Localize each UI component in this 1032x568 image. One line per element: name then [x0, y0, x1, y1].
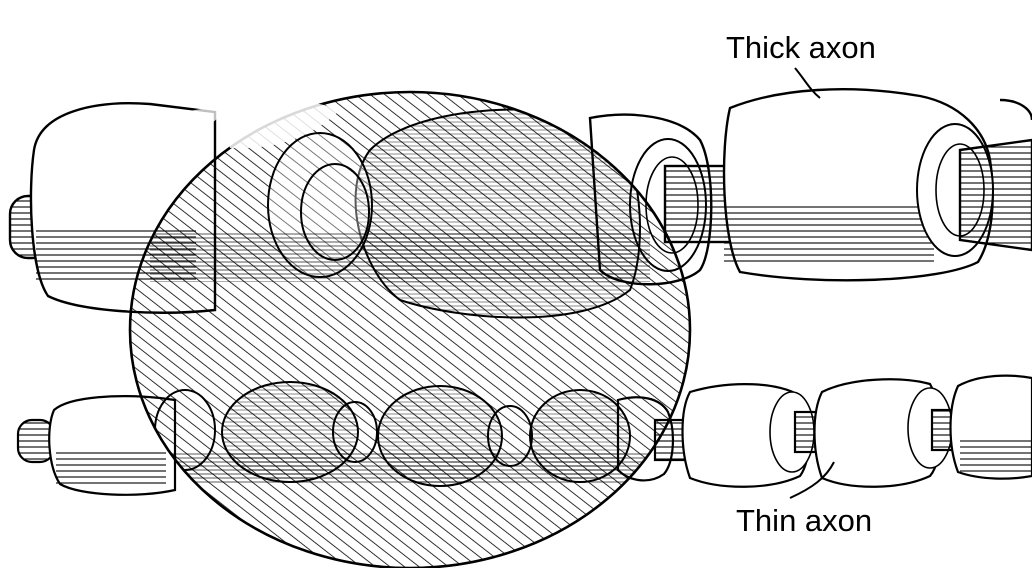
- thick-axon-right-core: [958, 138, 1032, 252]
- thin-axon-label: Thin axon: [736, 503, 873, 538]
- label-pointers: [789, 67, 835, 499]
- thin-axon-pointer: [789, 461, 835, 499]
- thin-axon: [16, 374, 1032, 496]
- thick-axon-label: Thick axon: [726, 30, 876, 65]
- thick-axon-pointer: [794, 67, 821, 99]
- thin-axon-segment-c: [813, 378, 942, 488]
- oligodendrocyte-body: [128, 90, 692, 568]
